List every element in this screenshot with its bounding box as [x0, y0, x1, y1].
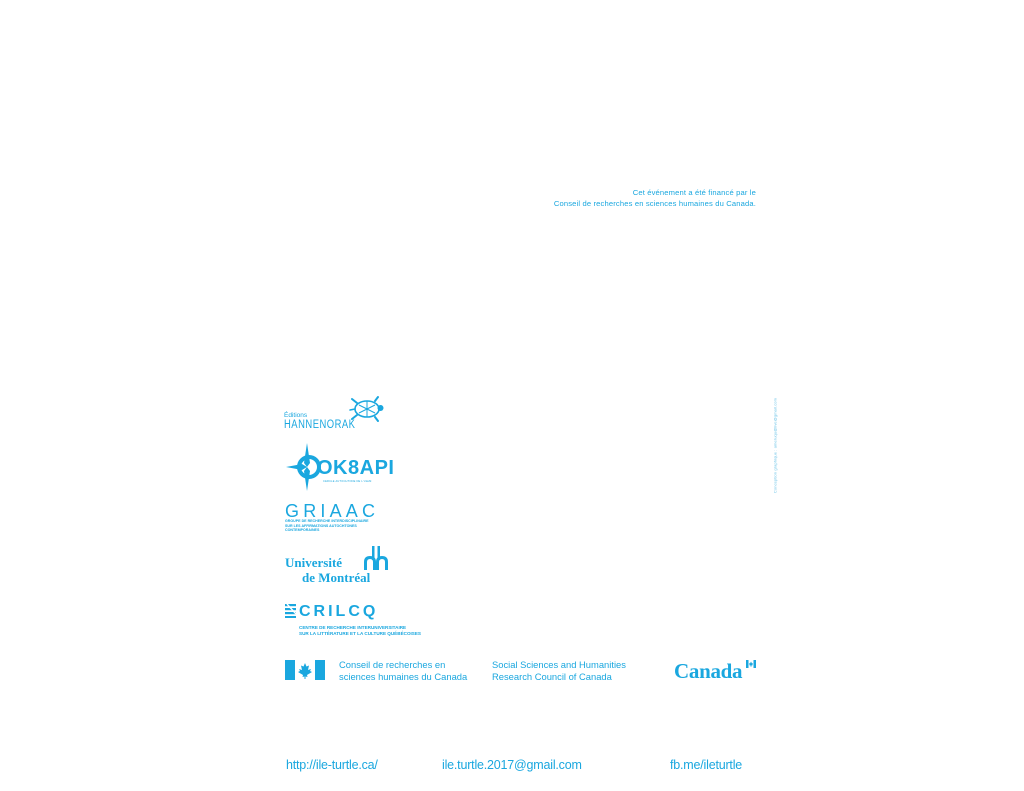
crilcq-name: CRILCQ	[299, 603, 379, 620]
griaac-subtitle: GROUPE DE RECHERCHE INTERDISCIPLINAIRE S…	[285, 519, 368, 533]
email-link[interactable]: ile.turtle.2017@gmail.com	[442, 758, 582, 772]
crilcq-sub-line-1: CENTRE DE RECHERCHE INTERUNIVERSITAIRE	[299, 625, 407, 630]
ok8api-name: OK8API	[317, 457, 395, 479]
udem-pillars-icon	[364, 546, 388, 570]
compass-star-icon	[286, 443, 321, 491]
website-link[interactable]: http://ile-turtle.ca/	[286, 758, 378, 772]
crilcq-subtitle: CENTRE DE RECHERCHE INTERUNIVERSITAIRE S…	[299, 625, 421, 637]
ok8api-logo: OK8API CERCLE AUTOCHTONE DE L'UdeM	[286, 443, 396, 491]
crilcq-sub-line-2: SUR LA LITTÉRATURE ET LA CULTURE QUÉBÉCO…	[299, 630, 421, 636]
sshrc-en-line-1: Social Sciences and Humanities	[492, 659, 626, 670]
udem-line-2: de Montréal	[302, 570, 371, 585]
sshrc-french-name: Conseil de recherches en sciences humain…	[339, 659, 467, 683]
sshrc-en-line-2: Research Council of Canada	[492, 671, 612, 682]
turtle-icon	[349, 396, 384, 422]
griaac-sub-line-3: CONTEMPORAINES	[285, 528, 320, 533]
sshrc-english-name: Social Sciences and Humanities Research …	[492, 659, 626, 683]
hannenorak-logo: Éditions HANNENORAK	[284, 394, 392, 434]
sshrc-fr-line-1: Conseil de recherches en	[339, 659, 446, 670]
griaac-logo: GRIAAC GROUPE DE RECHERCHE INTERDISCIPLI…	[285, 501, 395, 537]
canada-wordmark-flag-icon	[746, 660, 756, 668]
canada-wordmark: Canada	[674, 657, 758, 685]
griaac-sub-line-2: SUR LES AFFIRMATIONS AUTOCHTONES	[285, 523, 357, 528]
design-credit: Conception graphique : ameruqu@live@gmai…	[772, 397, 778, 494]
funding-line-1: Cet événement a été financé par le	[632, 188, 756, 197]
udem-line-1: Université	[285, 555, 343, 570]
funding-note: Cet événement a été financé par le Conse…	[430, 188, 756, 209]
website-link-text[interactable]: http://ile-turtle.ca/	[286, 758, 378, 772]
griaac-sub-line-1: GROUPE DE RECHERCHE INTERDISCIPLINAIRE	[285, 519, 369, 523]
sshrc-signature: Conseil de recherches en sciences humain…	[285, 657, 760, 689]
canada-wordmark-text: Canada	[674, 659, 743, 683]
sshrc-fr-line-2: sciences humaines du Canada	[339, 671, 468, 682]
hannenorak-editions-label: Éditions	[284, 412, 308, 419]
crilcq-mark-icon	[285, 604, 297, 618]
canada-flag-icon	[285, 660, 325, 680]
facebook-link[interactable]: fb.me/ileturtle	[670, 758, 742, 772]
funding-line-2: Conseil de recherches en sciences humain…	[553, 198, 756, 208]
griaac-name: GRIAAC	[285, 501, 380, 521]
hannenorak-name: HANNENORAK	[284, 419, 356, 431]
crilcq-logo: CRILCQ CENTRE DE RECHERCHE INTERUNIVERSI…	[285, 603, 455, 643]
facebook-link-text[interactable]: fb.me/ileturtle	[670, 758, 743, 772]
udem-logo: Université de Montréal	[285, 546, 390, 586]
ok8api-subtitle: CERCLE AUTOCHTONE DE L'UdeM	[323, 480, 372, 483]
email-link-text[interactable]: ile.turtle.2017@gmail.com	[442, 758, 582, 772]
